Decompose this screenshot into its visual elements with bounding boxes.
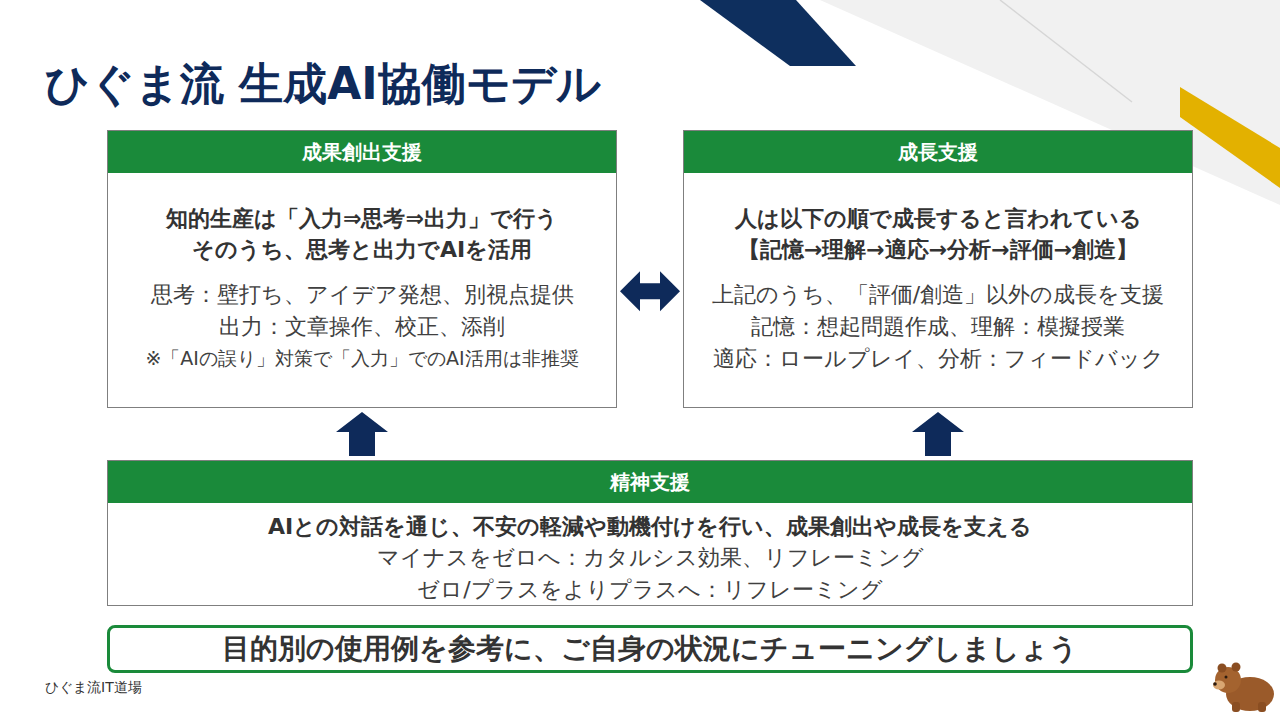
box-text: 上記のうち、「評価/創造」以外の成長を支援 — [684, 279, 1192, 311]
box-text: 思考：壁打ち、アイデア発想、別視点提供 — [108, 279, 616, 311]
bear-illustration — [1213, 663, 1274, 713]
bear-leg — [1232, 702, 1240, 712]
box-text: ゼロ/プラスをよりプラスへ：リフレーミング — [108, 574, 1192, 606]
navy-stripe — [700, 0, 856, 66]
diagram-title: ひぐま流 生成AI協働モデル — [45, 57, 601, 111]
box-text: そのうち、思考と出力でAIを活用 — [108, 234, 616, 265]
box-text: 【記憶→理解→適応→分析→評価→創造】 — [684, 234, 1192, 265]
box-text: AIとの対話を通じ、不安の軽減や動機付けを行い、成果創出や成長を支える — [108, 511, 1192, 542]
footer-label: ひぐま流IT道場 — [45, 679, 142, 697]
summary-box: 目的別の使用例を参考に、ご自身の状況にチューニングしましょう — [107, 625, 1193, 673]
block-arrow — [912, 412, 964, 456]
bear-snout — [1213, 681, 1225, 690]
box-text: 目的別の使用例を参考に、ご自身の状況にチューニングしましょう — [110, 631, 1190, 667]
process-box: 成果創出支援知的生産は「入力⇒思考⇒出力」で行うそのうち、思考と出力でAIを活用… — [107, 130, 617, 408]
box-text: マイナスをゼロへ：カタルシス効果、リフレーミング — [108, 542, 1192, 574]
foundation-box: 精神支援 AIとの対話を通じ、不安の軽減や動機付けを行い、成果創出や成長を支えるマ… — [107, 460, 1193, 606]
box-text: 人は以下の順で成長すると言われている — [684, 203, 1192, 234]
bear-ear — [1232, 663, 1241, 672]
yellow-stripe — [1180, 87, 1280, 188]
box-text: 出力：文章操作、校正、添削 — [108, 311, 616, 343]
bear-eye — [1225, 676, 1228, 679]
bear-nose — [1213, 682, 1217, 686]
box-text: 知的生産は「入力⇒思考⇒出力」で行う — [108, 203, 616, 234]
bear-ear — [1218, 664, 1227, 673]
box-text: ※「AIの誤り」対策で「入力」でのAI活用は非推奨 — [108, 343, 616, 373]
box-text: 適応：ロールプレイ、分析：フィードバック — [684, 343, 1192, 375]
bear-leg — [1258, 702, 1266, 712]
box-heading: 成長支援 — [684, 131, 1192, 173]
process-box: 成長支援人は以下の順で成長すると言われている【記憶→理解→適応→分析→評価→創造… — [683, 130, 1193, 408]
block-arrow — [336, 412, 388, 456]
block-arrow — [620, 271, 680, 311]
box-heading: 精神支援 — [108, 461, 1192, 503]
corner-line — [1000, 0, 1132, 102]
box-heading: 成果創出支援 — [108, 131, 616, 173]
box-text: 記憶：想起問題作成、理解：模擬授業 — [684, 311, 1192, 343]
